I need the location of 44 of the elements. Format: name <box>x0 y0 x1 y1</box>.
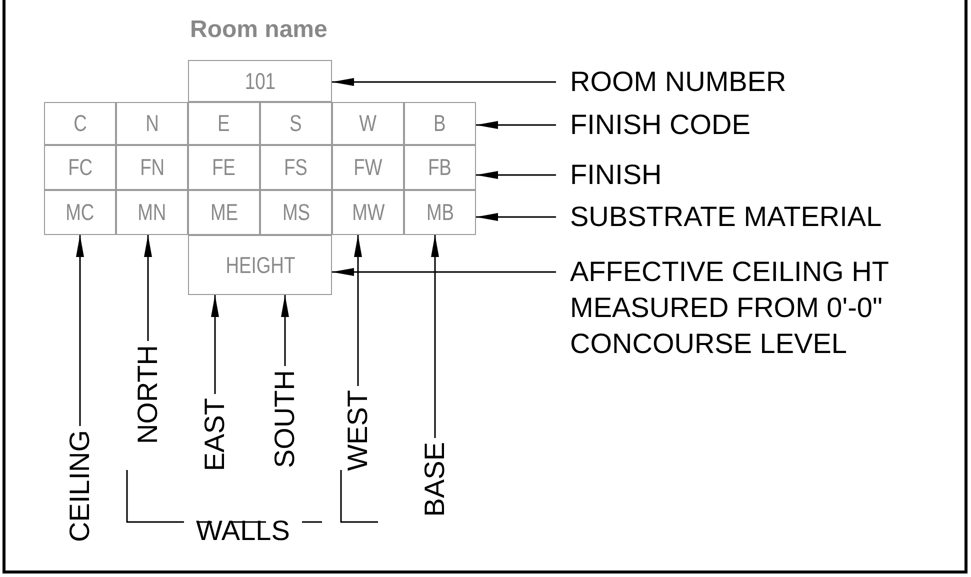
table-cell: FW <box>332 145 404 190</box>
column-label: BASE <box>418 442 452 517</box>
table-cell: MW <box>332 190 404 235</box>
table-cell: C <box>44 102 116 145</box>
table-cell: E <box>188 102 260 145</box>
callout-label: AFFECTIVE CEILING HT MEASURED FROM 0'-0" CONCOURSE LEVEL <box>570 254 940 362</box>
leader-line <box>76 235 84 426</box>
column-label: CEILING <box>63 430 97 542</box>
table-cell: W <box>332 102 404 145</box>
table-cell: FC <box>44 145 116 190</box>
table-cell: FN <box>116 145 188 190</box>
leader-line <box>476 171 556 179</box>
callout-label: ROOM NUMBER <box>570 64 786 100</box>
heading: Room name <box>190 15 328 45</box>
group-label: WALLS <box>196 514 290 548</box>
leader-line <box>476 213 556 221</box>
table-cell: MC <box>44 190 116 235</box>
table-cell: S <box>260 102 332 145</box>
table-cell: MN <box>116 190 188 235</box>
column-label: NORTH <box>131 345 165 444</box>
table-cell: MB <box>404 190 476 235</box>
leader-line <box>431 235 439 438</box>
table-cell: FE <box>188 145 260 190</box>
leader-line <box>332 78 556 86</box>
column-label: WEST <box>341 390 375 471</box>
leader-line <box>354 235 362 386</box>
table-cell: MS <box>260 190 332 235</box>
callout-label: FINISH <box>570 157 662 193</box>
table-cell: ME <box>188 190 260 235</box>
leader-line <box>476 121 556 129</box>
column-label: SOUTH <box>268 370 302 468</box>
leader-line <box>332 268 556 276</box>
leader-line <box>144 235 152 341</box>
table-cell: N <box>116 102 188 145</box>
table-cell: FB <box>404 145 476 190</box>
callout-label: SUBSTRATE MATERIAL <box>570 199 882 235</box>
callout-label: FINISH CODE <box>570 107 750 143</box>
table-cell: HEIGHT <box>188 235 332 295</box>
table-cell: 101 <box>188 60 332 102</box>
table-cell: FS <box>260 145 332 190</box>
column-label: EAST <box>198 398 232 472</box>
table-cell: B <box>404 102 476 145</box>
leader-line <box>281 295 289 366</box>
leader-line <box>211 295 219 394</box>
